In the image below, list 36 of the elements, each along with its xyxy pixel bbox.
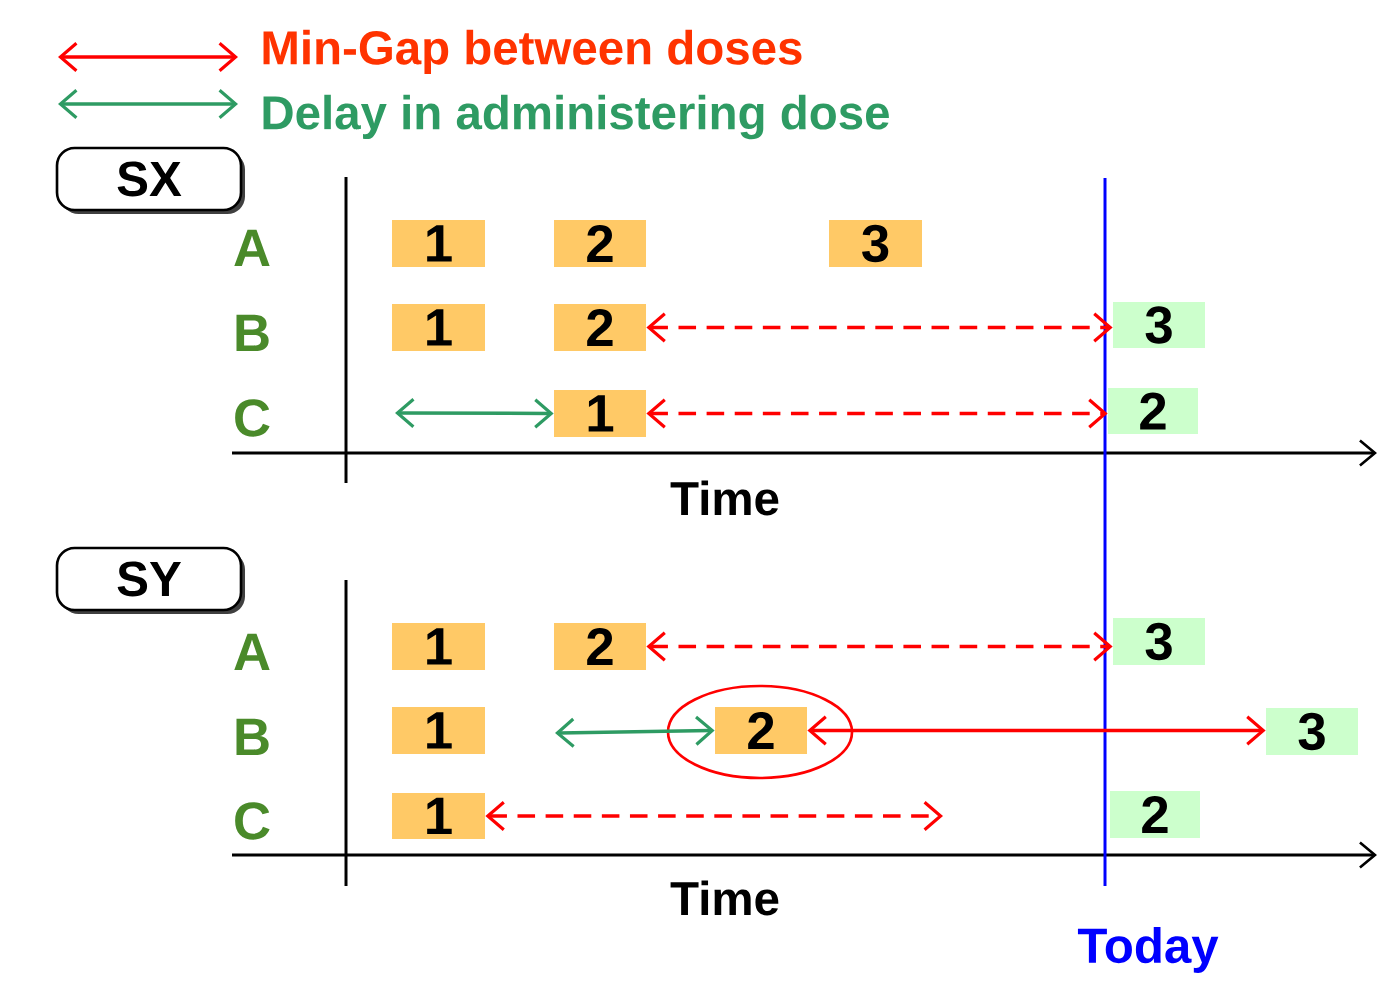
dose-box: 1 [392, 793, 485, 839]
arrow [555, 715, 715, 748]
row-label: B [236, 718, 269, 756]
dose-box: 3 [1266, 708, 1358, 755]
dose-box: 1 [554, 390, 646, 437]
dose-box: 2 [554, 304, 646, 351]
axis-label: Time [670, 880, 779, 916]
dose-box: 1 [392, 707, 485, 754]
legend-text: Min-Gap between doses [263, 29, 802, 75]
row-label: B [236, 314, 269, 352]
arrow [646, 312, 1113, 343]
row-label: A [234, 229, 270, 267]
dose-box: 2 [554, 623, 646, 670]
label-box: SX [55, 146, 245, 214]
dose-box: 2 [715, 707, 807, 754]
arrow [646, 631, 1113, 662]
arrow [807, 715, 1266, 746]
axis-label: Time [670, 480, 779, 516]
dose-box: 3 [1113, 618, 1205, 665]
dose-box: 1 [392, 304, 485, 351]
row-label: C [235, 399, 270, 437]
dose-box: 3 [829, 220, 922, 267]
label-box: SY [55, 546, 245, 614]
legend-text: Delay in administering dose [263, 94, 889, 140]
today-label: Today [1077, 927, 1219, 973]
dose-box: 2 [554, 220, 646, 267]
dose-box: 2 [1108, 388, 1198, 434]
arrow [646, 398, 1108, 429]
arrow [485, 801, 943, 831]
dose-box: 1 [392, 623, 485, 670]
dose-box: 3 [1113, 302, 1205, 348]
arrow [395, 398, 554, 429]
dose-box: 1 [392, 220, 485, 267]
row-label: A [234, 633, 270, 671]
row-label: C [235, 802, 270, 840]
dose-box: 2 [1110, 791, 1200, 838]
